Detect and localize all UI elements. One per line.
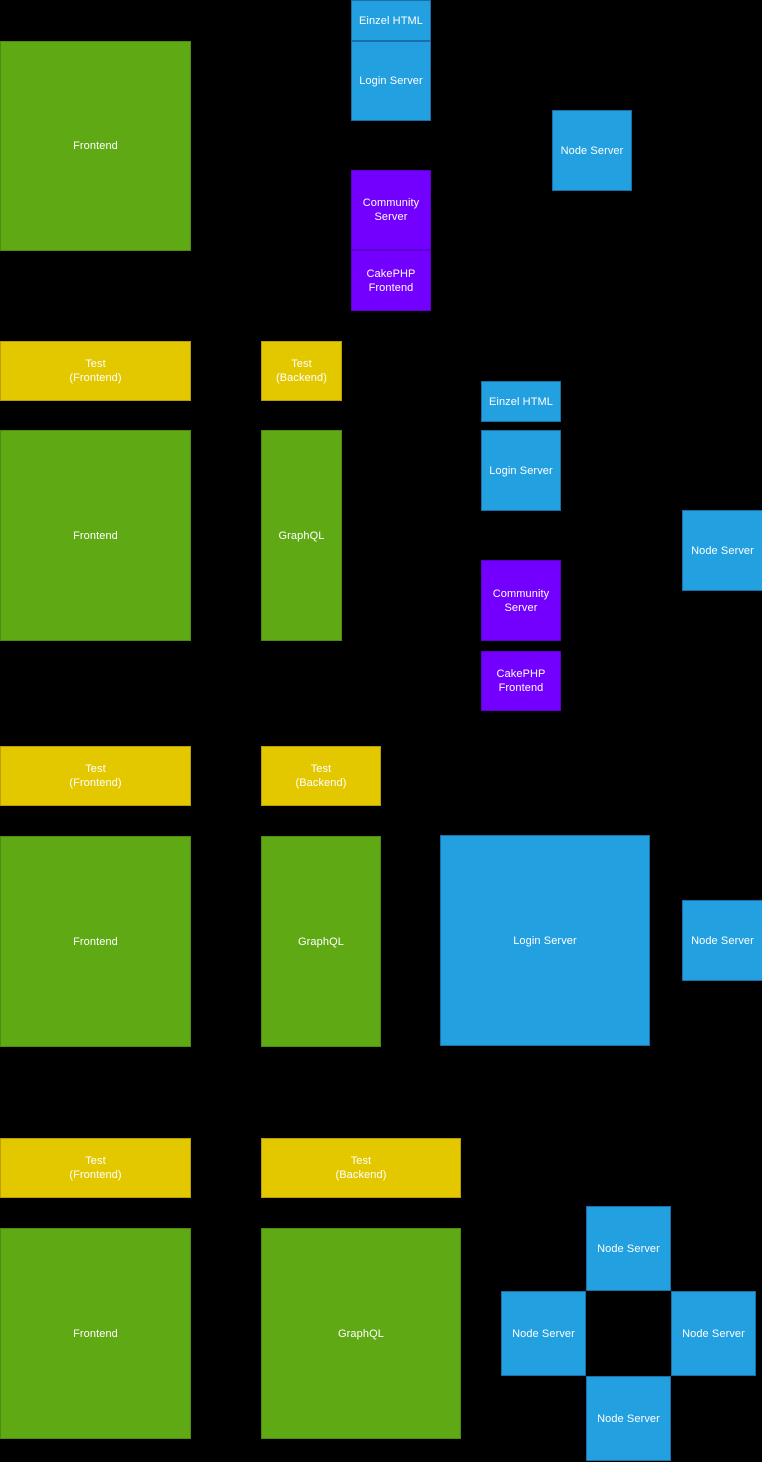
block-s4-node-server-right[interactable]: Node Server xyxy=(671,1291,756,1376)
block-label: Node Server xyxy=(597,1412,660,1425)
block-label: GraphQL xyxy=(278,529,325,542)
block-label: Node Server xyxy=(691,934,754,947)
block-label: Test (Frontend) xyxy=(69,1155,122,1181)
block-s2-graphql[interactable]: GraphQL xyxy=(261,430,342,641)
block-s1-cakephp-frontend[interactable]: CakePHP Frontend xyxy=(351,250,431,311)
block-s2-community-server[interactable]: Community Server xyxy=(481,560,561,641)
block-s4-node-server-top[interactable]: Node Server xyxy=(586,1206,671,1291)
block-label: Node Server xyxy=(560,144,624,157)
block-label: CakePHP Frontend xyxy=(496,668,546,694)
block-s1-community-server[interactable]: Community Server xyxy=(351,170,431,250)
block-s2-login-server[interactable]: Login Server xyxy=(481,430,561,511)
block-label: CakePHP Frontend xyxy=(366,267,416,294)
block-label: Node Server xyxy=(682,1327,745,1340)
block-label: Login Server xyxy=(513,934,577,947)
block-label: Einzel HTML xyxy=(358,14,424,27)
block-label: Node Server xyxy=(691,544,754,557)
block-label: Test (Backend) xyxy=(335,1155,387,1181)
block-s2-node-server[interactable]: Node Server xyxy=(682,510,762,591)
block-label: Node Server xyxy=(512,1327,575,1340)
block-label: Node Server xyxy=(597,1242,660,1255)
block-s4-test-backend[interactable]: Test (Backend) xyxy=(261,1138,461,1198)
block-label: Test (Backend) xyxy=(295,763,347,789)
block-s4-frontend[interactable]: Frontend xyxy=(0,1228,191,1439)
block-s1-node-server[interactable]: Node Server xyxy=(552,110,632,191)
block-label: Login Server xyxy=(359,75,423,87)
block-label: Test (Backend) xyxy=(275,358,328,384)
block-s1-login-server[interactable]: Login Server xyxy=(351,41,431,121)
block-label: Test (Frontend) xyxy=(69,763,122,789)
block-label: Community Server xyxy=(492,587,550,614)
block-s3-node-server[interactable]: Node Server xyxy=(682,900,762,981)
block-s3-frontend[interactable]: Frontend xyxy=(0,836,191,1047)
block-s1-einzel-html[interactable]: Einzel HTML xyxy=(351,0,431,41)
block-s3-test-backend[interactable]: Test (Backend) xyxy=(261,746,381,806)
block-s3-graphql[interactable]: GraphQL xyxy=(261,836,381,1047)
block-s4-node-server-bottom[interactable]: Node Server xyxy=(586,1376,671,1461)
block-s1-frontend[interactable]: Frontend xyxy=(0,41,191,251)
block-s3-test-frontend[interactable]: Test (Frontend) xyxy=(0,746,191,806)
block-label: Frontend xyxy=(73,1327,118,1340)
block-s4-node-server-left[interactable]: Node Server xyxy=(501,1291,586,1376)
block-s2-frontend[interactable]: Frontend xyxy=(0,430,191,641)
block-label: Login Server xyxy=(489,464,553,477)
block-s3-login-server[interactable]: Login Server xyxy=(440,835,650,1046)
block-label: GraphQL xyxy=(338,1327,384,1340)
block-label: Frontend xyxy=(73,529,118,542)
block-label: Community Server xyxy=(362,197,420,223)
block-label: GraphQL xyxy=(298,935,344,948)
block-s4-test-frontend[interactable]: Test (Frontend) xyxy=(0,1138,191,1198)
block-s4-graphql[interactable]: GraphQL xyxy=(261,1228,461,1439)
block-label: Frontend xyxy=(73,140,118,152)
block-s2-test-backend[interactable]: Test (Backend) xyxy=(261,341,342,401)
block-s2-cakephp-frontend[interactable]: CakePHP Frontend xyxy=(481,651,561,711)
block-label: Test (Frontend) xyxy=(69,358,122,384)
block-s2-einzel-html[interactable]: Einzel HTML xyxy=(481,381,561,422)
block-label: Einzel HTML xyxy=(488,395,554,408)
block-s2-test-frontend[interactable]: Test (Frontend) xyxy=(0,341,191,401)
block-label: Frontend xyxy=(73,935,118,948)
